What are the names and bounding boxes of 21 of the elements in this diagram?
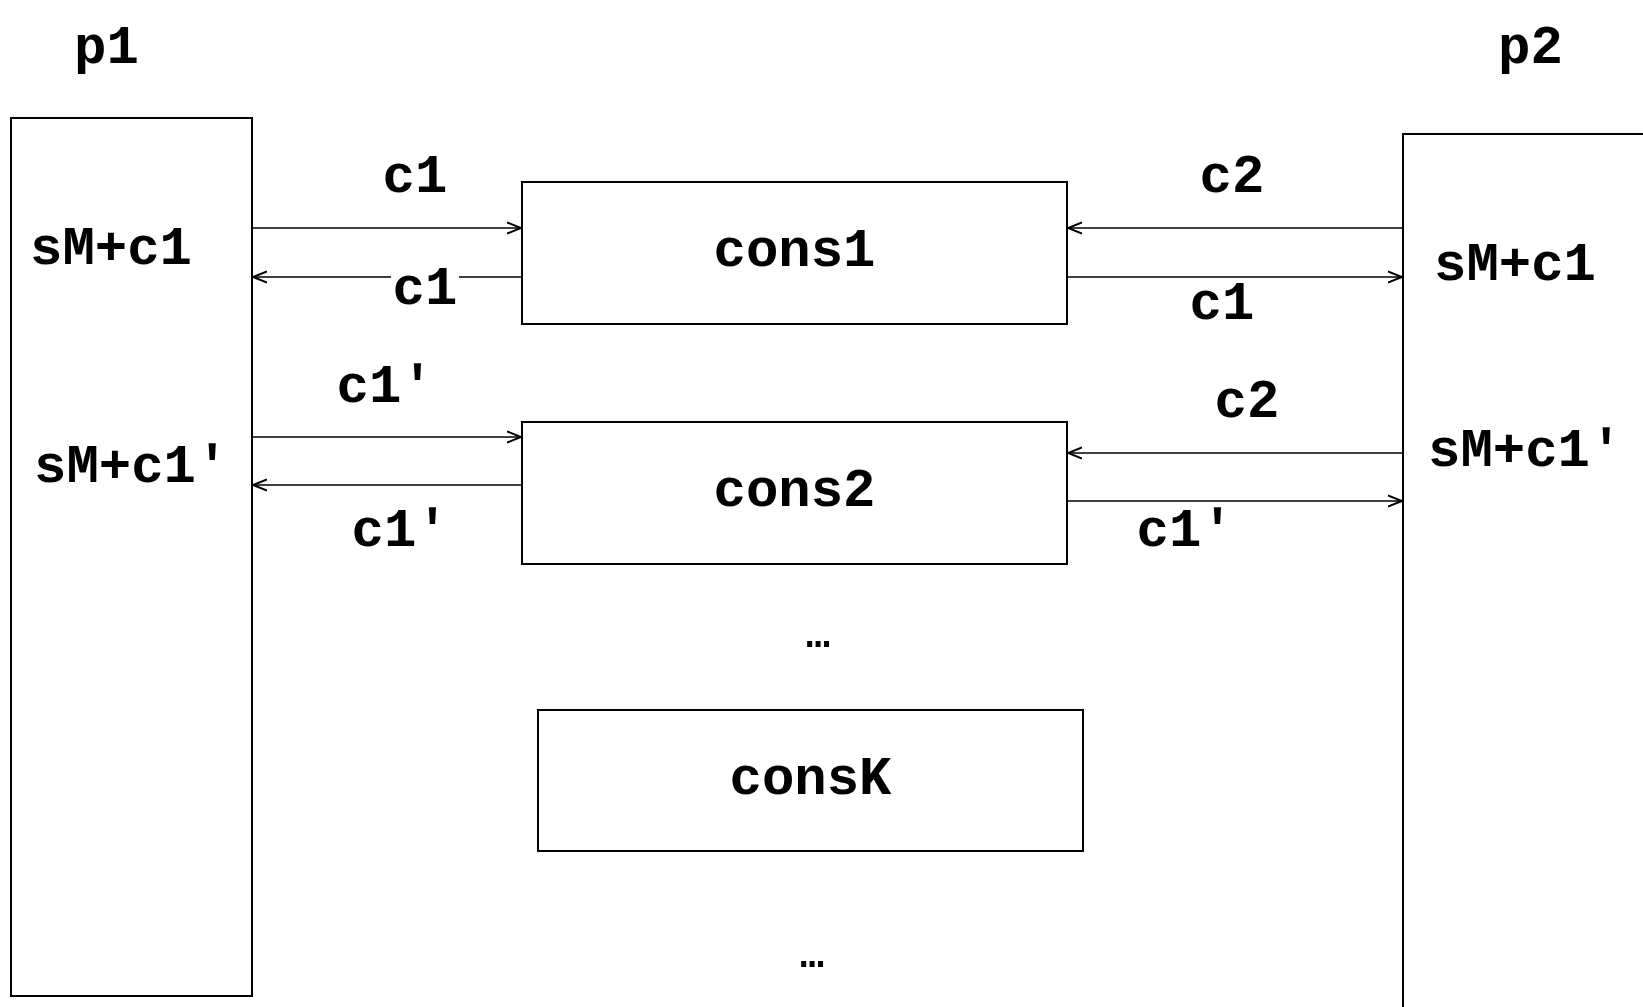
ellipsis-label: …	[800, 937, 824, 977]
node-label: cons1	[712, 225, 877, 279]
node-text: sM+c1	[30, 223, 193, 277]
arrow	[1067, 446, 1403, 460]
process-box	[537, 709, 1084, 852]
arrow	[1067, 270, 1403, 284]
arrow	[252, 221, 522, 235]
heading: p1	[74, 22, 139, 76]
arrow	[1067, 221, 1403, 235]
ellipsis-label: …	[806, 617, 830, 657]
node-text: sM+c1	[1434, 239, 1597, 293]
node-text: sM+c1′	[34, 441, 229, 495]
process-box	[521, 421, 1068, 565]
heading: p2	[1498, 22, 1563, 76]
arrow	[1067, 494, 1403, 508]
arrow	[252, 430, 522, 444]
arrow	[252, 478, 522, 492]
process-box	[521, 181, 1068, 325]
node-label: consK	[728, 753, 893, 807]
node-text: sM+c1′	[1428, 425, 1623, 479]
node-label: cons2	[712, 465, 877, 519]
